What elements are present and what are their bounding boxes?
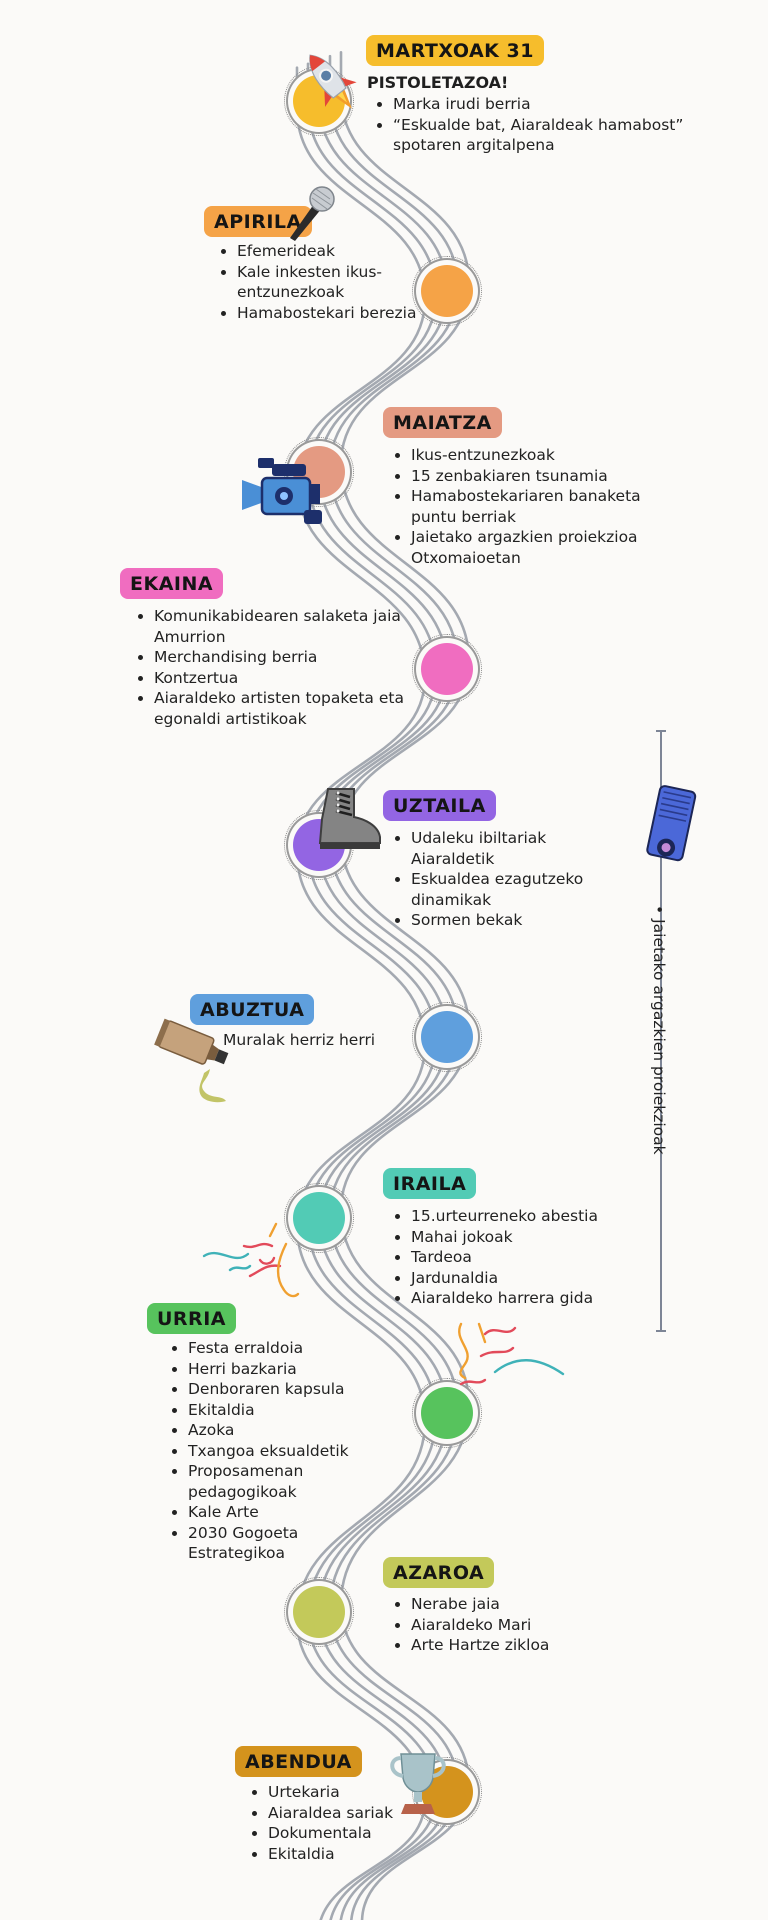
list-apirila: Efemerideak Kale inkesten ikus-entzunezk… (211, 241, 417, 323)
month-badge-uztaila: UZTAILA (383, 790, 496, 821)
list-urria: Festa erraldoia Herri bazkaria Denborare… (162, 1338, 388, 1564)
list-item: Sormen bekak (411, 910, 631, 931)
timeline-node-azaroa (284, 1577, 354, 1647)
list-item: Arte Hartze zikloa (411, 1635, 631, 1656)
list-item: Denboraren kapsula (188, 1379, 388, 1400)
timeline-node-apirila (412, 256, 482, 326)
confetti-icon (458, 1322, 565, 1386)
timeline-node-urria (412, 1378, 482, 1448)
projection-timeline-line (660, 730, 662, 1332)
projector-icon (646, 785, 697, 862)
list-item: Kale Arte (188, 1502, 388, 1523)
rocket-icon (309, 54, 357, 109)
month-badge-abendua: ABENDUA (235, 1746, 362, 1777)
list-item: Dokumentala (268, 1823, 448, 1844)
month-badge-ekaina: EKAINA (120, 568, 224, 599)
list-item: Udaleku ibiltariak Aiaraldetik (411, 828, 631, 869)
projection-label-text: Jaietako argazkien proiekzioak (650, 919, 668, 1155)
month-badge-martxoa: MARTXOAK 31 (366, 35, 544, 66)
list-item: Aiaraldeko artisten topaketa eta egonald… (154, 688, 424, 729)
list-item: 15.urteurreneko abestia (411, 1206, 671, 1227)
timeline-node-ekaina (412, 634, 482, 704)
list-item: Jaietako argazkien proiekzioa Otxomaioet… (411, 527, 681, 568)
list-abendua: Urtekaria Aiaraldea sariak Dokumentala E… (242, 1782, 448, 1864)
projection-line-cap-bottom (656, 1330, 666, 1332)
list-item: Hamabostekari berezia (237, 303, 417, 324)
subtitle-martxoa: PISTOLETAZOA! (367, 73, 509, 92)
list-item: Marka irudi berria (393, 94, 693, 115)
list-item: Hamabostekariaren banaketa puntu berriak (411, 486, 681, 527)
trophy-icon (390, 1753, 446, 1814)
list-item: Azoka (188, 1420, 388, 1441)
confetti-icon (202, 1222, 300, 1298)
list-item: Mahai jokoak (411, 1227, 671, 1248)
hiking-boot-icon (318, 788, 381, 849)
list-item: Urtekaria (268, 1782, 448, 1803)
list-uztaila: Udaleku ibiltariak Aiaraldetik Eskualdea… (385, 828, 631, 931)
timeline-node-abuztua (412, 1002, 482, 1072)
video-camera-icon (242, 458, 322, 524)
list-item: Muralak herriz herri (223, 1030, 443, 1051)
list-item: “Eskualde bat, Aiaraldeak hamabost” spot… (393, 115, 693, 156)
list-item: Jardunaldia (411, 1268, 671, 1289)
list-iraila: 15.urteurreneko abestia Mahai jokoak Tar… (385, 1206, 671, 1309)
list-item: Nerabe jaia (411, 1594, 631, 1615)
list-item: Aiaraldeko Mari (411, 1615, 631, 1636)
paint-tube-icon (154, 1018, 229, 1103)
list-item: Ekitaldia (268, 1844, 448, 1865)
list-azaroa: Nerabe jaia Aiaraldeko Mari Arte Hartze … (385, 1594, 631, 1656)
list-abuztua: Muralak herriz herri (197, 1030, 443, 1051)
list-maiatza: Ikus-entzunezkoak 15 zenbakiaren tsunami… (385, 445, 681, 568)
month-badge-urria: URRIA (147, 1303, 236, 1334)
list-item: Aiaraldeko harrera gida (411, 1288, 671, 1309)
list-item: Tardeoa (411, 1247, 671, 1268)
list-item: Merchandising berria (154, 647, 424, 668)
list-ekaina: Komunikabidearen salaketa jaia Amurrion … (128, 606, 424, 729)
list-item: 2030 Gogoeta Estrategikoa (188, 1523, 388, 1564)
list-item: Kontzertua (154, 668, 424, 689)
list-item: Herri bazkaria (188, 1359, 388, 1380)
list-item: Aiaraldea sariak (268, 1803, 448, 1824)
month-badge-iraila: IRAILA (383, 1168, 477, 1199)
road-strand (295, 66, 427, 1920)
list-item: 15 zenbakiaren tsunamia (411, 466, 681, 487)
list-item: Eskualdea ezagutzeko dinamikak (411, 869, 631, 910)
month-badge-maiatza: MAIATZA (383, 407, 502, 438)
microphone-icon (290, 186, 335, 241)
list-item: Ekitaldia (188, 1400, 388, 1421)
list-martxoa: Marka irudi berria “Eskualde bat, Aiaral… (367, 94, 693, 156)
list-item: Kale inkesten ikus-entzunezkoak (237, 262, 417, 303)
list-item: Proposamenan pedagogikoak (188, 1461, 388, 1502)
list-item: Festa erraldoia (188, 1338, 388, 1359)
month-badge-abuztua: ABUZTUA (190, 994, 315, 1025)
list-item: Txangoa eksualdetik (188, 1441, 388, 1462)
month-badge-azaroa: AZAROA (383, 1557, 495, 1588)
list-item: Komunikabidearen salaketa jaia Amurrion (154, 606, 424, 647)
timeline-node-iraila (284, 1183, 354, 1253)
month-badge-apirila: APIRILA (204, 206, 312, 237)
list-item: Efemerideak (237, 241, 417, 262)
projection-label: • Jaietako argazkien proiekzioak (650, 905, 668, 1155)
projection-line-cap-top (656, 730, 666, 732)
list-item: Ikus-entzunezkoak (411, 445, 681, 466)
